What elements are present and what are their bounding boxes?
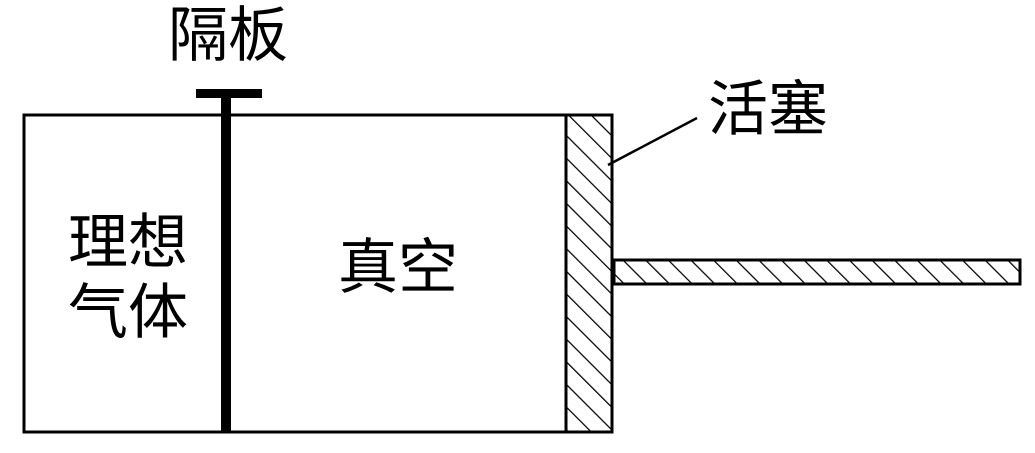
piston-label: 活塞 (708, 75, 828, 145)
ideal-gas-label-line2: 气体 (68, 278, 188, 348)
piston-rod (612, 258, 1022, 286)
partition-label: 隔板 (168, 1, 288, 71)
piston-leader-line (607, 116, 698, 167)
partition-handle (196, 89, 262, 98)
ideal-gas-label: 理想 气体 (58, 208, 198, 348)
vacuum-label: 真空 (338, 233, 458, 303)
ideal-gas-label-line1: 理想 (68, 208, 188, 278)
partition-plate (221, 92, 231, 432)
piston (564, 113, 614, 434)
